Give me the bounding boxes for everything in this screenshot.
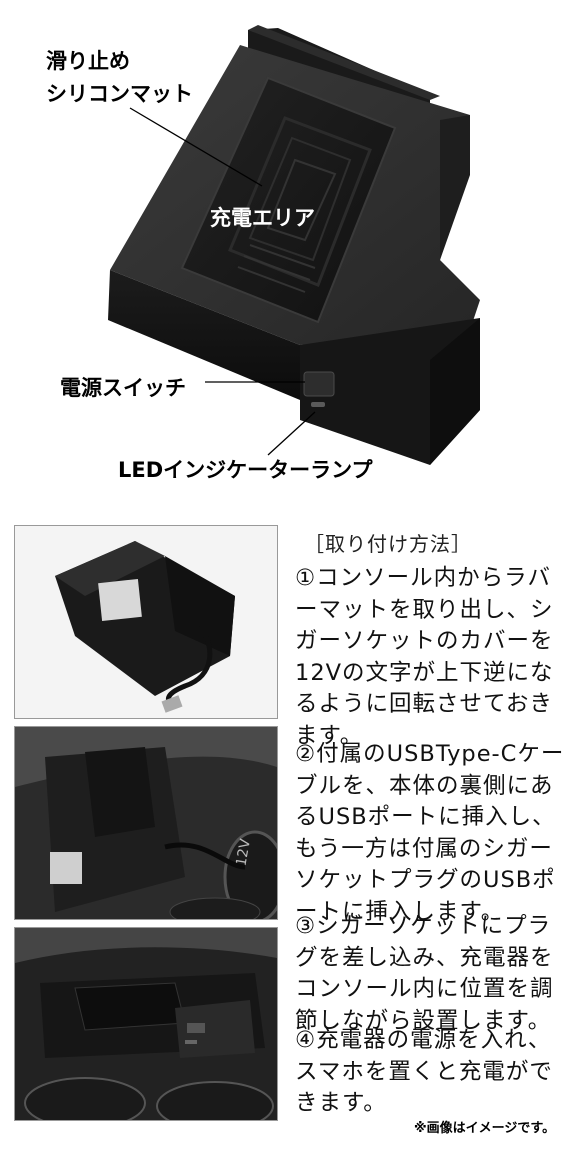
label-mat-line2: シリコンマット	[46, 82, 193, 106]
socket-12v-text: 12V	[233, 837, 254, 867]
label-mat-line1: 滑り止め	[46, 49, 130, 73]
led-shape	[311, 402, 325, 407]
photo-charger-back	[14, 525, 278, 719]
instruction-step-1: ①コンソール内からラバーマットを取り出し、シガーソケットのカバーを12Vの文字が…	[295, 565, 554, 749]
label-led-lamp: LEDインジケーターランプ	[118, 458, 373, 482]
label-charge-area: 充電エリア	[210, 206, 315, 230]
product-illustration	[108, 25, 480, 465]
power-switch-shape	[303, 371, 335, 397]
label-power-switch: 電源スイッチ	[60, 376, 186, 400]
instructions-title: ［取り付け方法］	[304, 532, 472, 556]
photo-socket-install: 12V	[14, 726, 278, 920]
instruction-step-4: ④充電器の電源を入れ、スマホを置くと充電ができます。	[295, 1027, 553, 1116]
image-note: ※画像はイメージです。	[414, 1121, 556, 1136]
photo-console-placed	[14, 927, 278, 1121]
instruction-step-2: ②付属のUSBType-Cケーブルを、本体の裏側にあるUSBポートに挿入し、もう…	[295, 741, 565, 925]
instruction-step-3: ③シガーソケットにプラグを差し込み、充電器をコンソール内に位置を調節しながら設置…	[295, 913, 554, 1034]
